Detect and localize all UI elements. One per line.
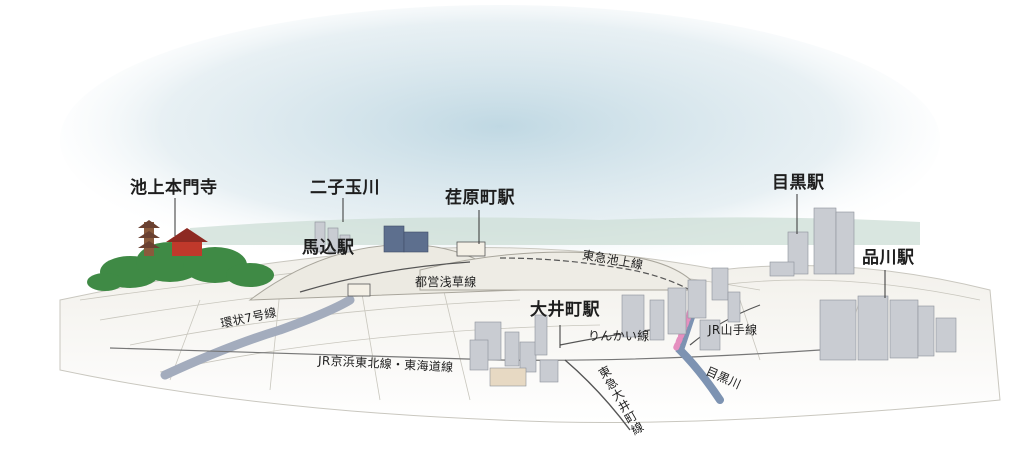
leader-lines [174,194,886,348]
label-rinkai: りんかい線 [588,329,650,343]
condo-magome [383,225,429,253]
label-futako-tamagawa: 二子玉川 [310,178,380,198]
ring7-road [160,295,355,380]
sky [60,5,940,275]
buildings-meguro [769,207,855,277]
forest-ikegami [87,242,274,291]
rail-yamanote [689,304,761,346]
buildings-oimachi [469,314,559,387]
label-oimachi-station: 大井町駅 [530,300,600,320]
station-ebara [456,241,486,257]
label-shinagawa-station: 品川駅 [862,248,915,268]
temple-ikegami [138,220,208,256]
label-toei-asakusa: 都営浅草線 [415,275,477,289]
distant-bay [190,217,920,245]
label-meguro-station: 目黒駅 [772,173,825,193]
rail-oimachi [564,359,631,431]
rail-ikegami [499,257,691,291]
rail-asakusa [299,261,471,293]
buildings-futako [314,221,351,253]
buildings-center [621,267,741,351]
buildings-shinagawa [819,295,957,361]
label-jr-yamanote: JR山手線 [708,323,758,337]
label-magome-station: 馬込駅 [302,238,355,258]
label-ikegami-honmonji: 池上本門寺 [130,178,218,198]
label-ebara-machi-station: 荏原町駅 [445,188,515,208]
station-magome [347,283,371,297]
hill-ebara [419,251,701,291]
